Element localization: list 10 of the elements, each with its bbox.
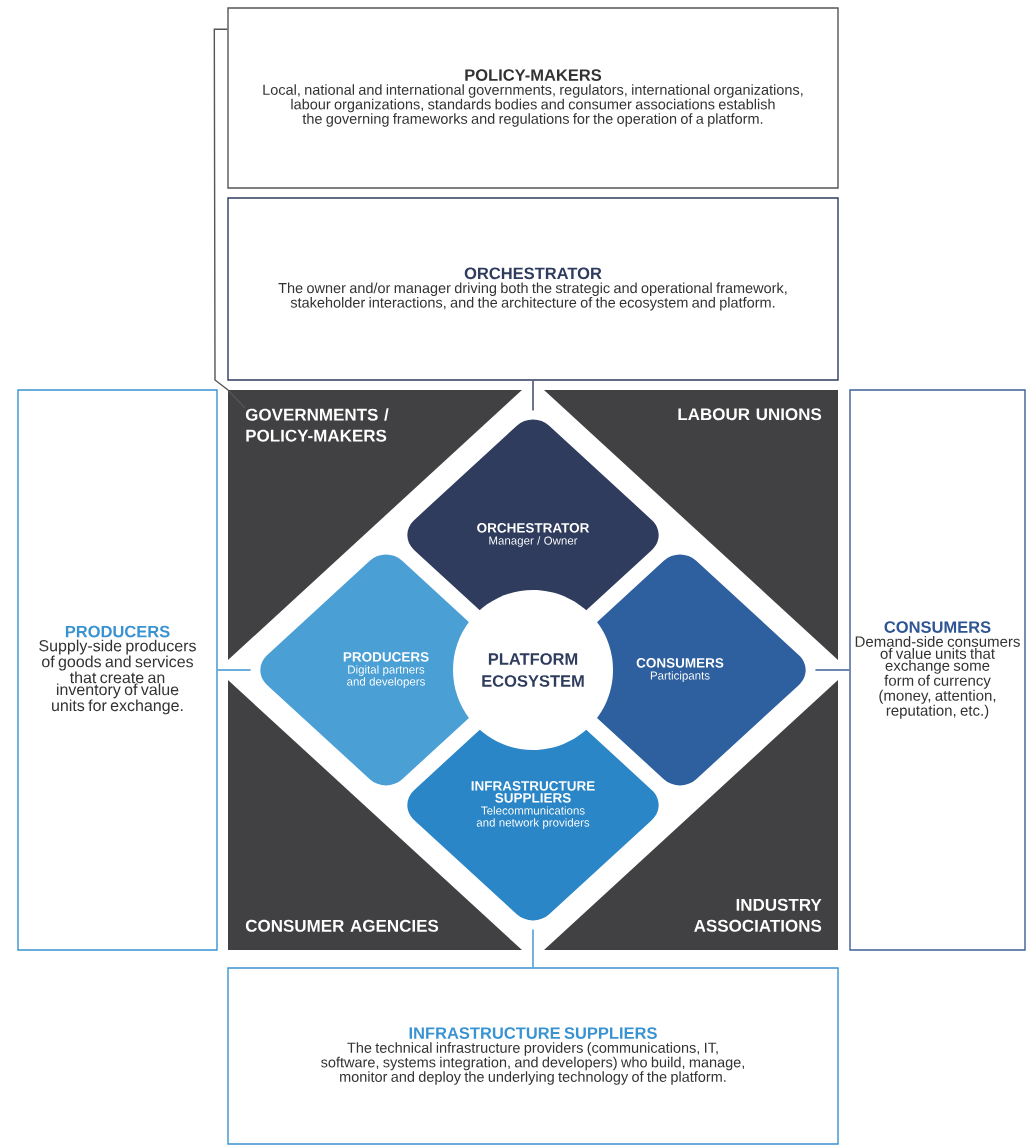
text-box: INFRASTRUCTURE SUPPLIERS The technical infrastructure providers (communications, IT, software, systems integration, and developers) who build, manage, monitor and deploy the underlying technology of the platform. [227, 967, 839, 1145]
text-box: PRODUCERS Supply-side producers of goods and services that create an inventory of value units for exchange. [17, 389, 218, 951]
connector-line [814, 669, 850, 671]
connector-line [217, 669, 252, 671]
connector-line [532, 380, 534, 412]
text-box: ORCHESTRATOR The owner and/or manager driving both the strategic and operational framework, stakeholder interactions, and the architecture of the ecosystem and platform. [227, 197, 839, 381]
text-box: POLICY-MAKERS Local, national and international governments, regulators, international organizations, labour organizations, standards bodies and consumer associations establish the governing frameworks and regulations for the operation of a platform. [227, 7, 839, 189]
connector-line [213, 28, 246, 409]
text-box: CONSUMERS Demand-side consumers of value units that exchange some form of currency (money, attention, reputation, etc.) [849, 389, 1026, 951]
connector-line [532, 928, 534, 968]
